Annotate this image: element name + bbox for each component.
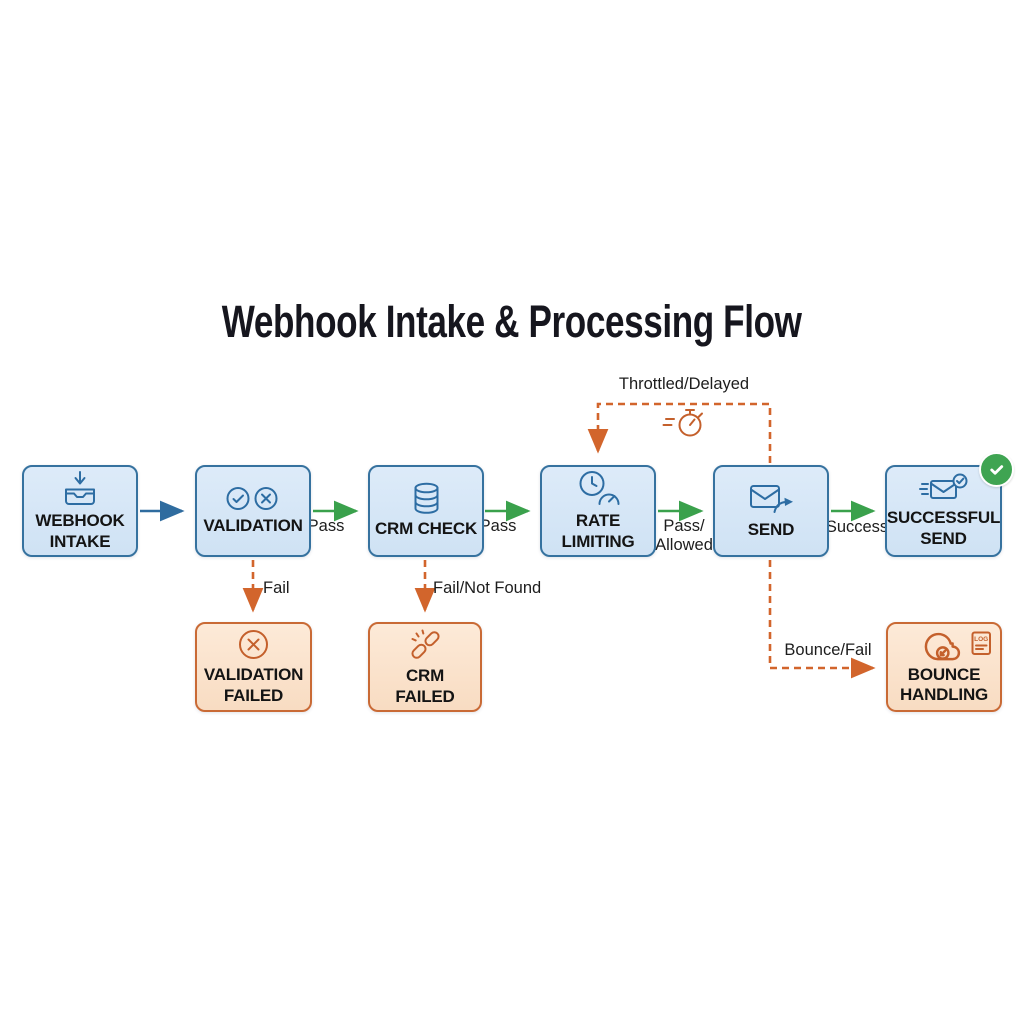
node-successful-send: SUCCESSFUL SEND xyxy=(885,452,1014,557)
envelope-share-arrow-icon xyxy=(750,484,793,513)
envelope-check-icon xyxy=(918,473,967,500)
node-label: BOUNCE HANDLING xyxy=(899,664,989,704)
success-check-badge xyxy=(979,452,1014,487)
cloud-bounce-icon xyxy=(924,632,961,661)
node-label: CRM CHECK xyxy=(374,519,478,539)
node-crm-check: CRM CHECK xyxy=(368,465,484,557)
edge-label-pass-1: Pass xyxy=(307,517,345,535)
log-document-icon: LOG xyxy=(971,631,991,655)
node-label: CRM FAILED xyxy=(395,666,455,706)
node-label: SUCCESSFUL SEND xyxy=(886,508,1001,548)
database-icon xyxy=(414,483,438,515)
edge-label-success: Success xyxy=(825,518,889,536)
node-crm-failed: CRM FAILED xyxy=(368,622,482,712)
inbox-arrow-down-icon xyxy=(65,471,95,506)
edge-label-bounce-fail: Bounce/Fail xyxy=(784,641,872,659)
node-label: VALIDATION FAILED xyxy=(203,665,304,705)
node-webhook-intake: WEBHOOK INTAKE xyxy=(22,465,138,557)
node-label: RATE LIMITING xyxy=(561,511,635,551)
node-validation-failed: VALIDATION FAILED xyxy=(195,622,312,712)
node-label: WEBHOOK INTAKE xyxy=(35,511,125,551)
check-and-cross-circles-icon xyxy=(226,487,278,511)
stopwatch-icon xyxy=(662,409,703,437)
node-send: SEND xyxy=(713,465,829,557)
log-document-label: LOG xyxy=(974,636,988,643)
edge-label-fail-not-found: Fail/Not Found xyxy=(433,579,542,597)
node-label: SEND xyxy=(747,519,795,539)
check-icon xyxy=(990,465,1004,475)
x-circle-icon xyxy=(239,630,268,660)
edge-label-fail: Fail xyxy=(263,579,290,597)
edge-label-throttled-delayed: Throttled/Delayed xyxy=(618,375,750,393)
edge-label-pass-2: Pass xyxy=(479,517,517,535)
connector-throttle-retry-loop xyxy=(587,402,772,463)
node-label: VALIDATION xyxy=(203,516,303,536)
node-bounce-handling: LOG BOUNCE HANDLING xyxy=(886,622,1002,712)
clock-gauge-icon xyxy=(579,471,620,506)
edge-label-pass-allowed: Pass/ Allowed xyxy=(655,517,713,554)
connector-send-bounce xyxy=(768,560,876,679)
node-rate-limiting: RATE LIMITING xyxy=(540,465,656,557)
broken-link-icon xyxy=(410,629,440,660)
node-validation: VALIDATION xyxy=(195,465,311,557)
diagram-title: Webhook Intake & Processing Flow xyxy=(222,296,802,348)
